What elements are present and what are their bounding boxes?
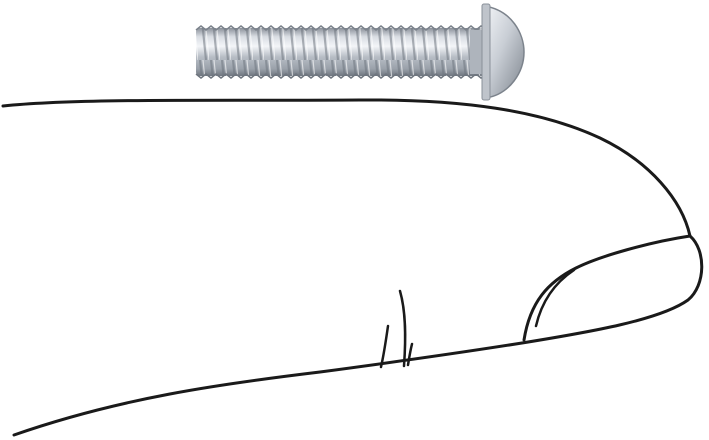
screw (195, 3, 525, 101)
screw-thread-edge-top (195, 25, 497, 31)
screw-head-rim (481, 3, 491, 101)
screw-threads (196, 28, 486, 76)
finger-tip-outline (12, 234, 704, 437)
fingernail-inner-line (534, 268, 576, 328)
finger-top-outline (1, 98, 692, 238)
fingernail-outline (522, 234, 692, 342)
screw-thread-edge-bottom (195, 73, 517, 79)
knuckle-crease-long (398, 289, 407, 368)
knuckle-crease-short (406, 342, 414, 367)
knuckle-crease-mid (379, 324, 390, 369)
finger (1, 98, 704, 437)
screw-head (483, 5, 525, 99)
